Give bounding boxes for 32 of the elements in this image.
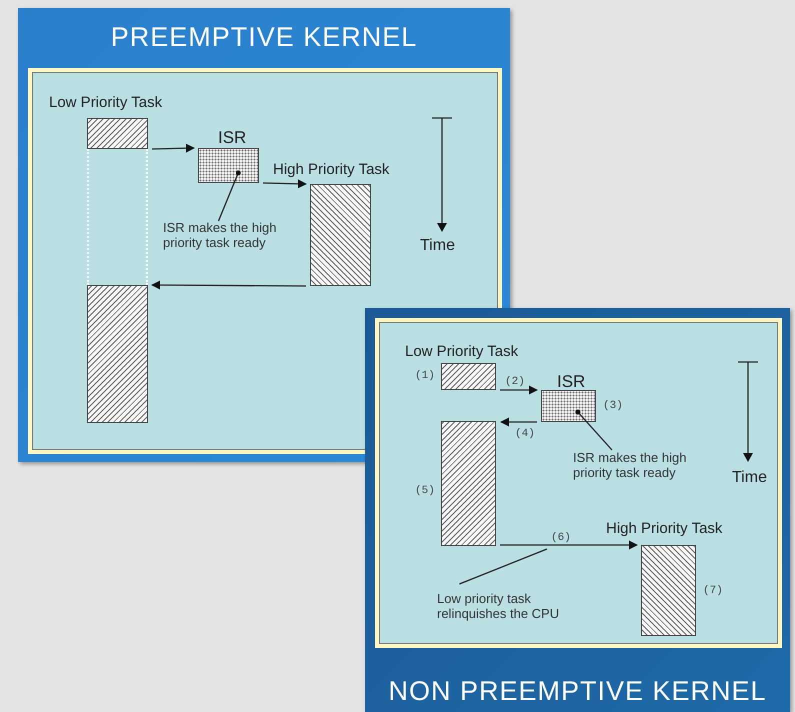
edge-label: (2)	[504, 376, 526, 388]
callout-text: ISR makes the high priority task ready	[163, 220, 313, 250]
task-label: High Priority Task	[273, 161, 390, 178]
arrow	[262, 179, 307, 188]
task-label: High Priority Task	[606, 520, 722, 537]
task-label: ISR	[218, 128, 246, 148]
leader-line	[218, 170, 241, 222]
hatched-bar	[87, 285, 148, 423]
arrow	[500, 386, 538, 394]
step-number: (7)	[703, 585, 723, 597]
arrow	[500, 418, 537, 426]
task-label: ISR	[557, 372, 586, 392]
arrow	[152, 144, 195, 153]
callout-text: Low priority task relinquishes the CPU	[437, 591, 577, 621]
leader-line	[575, 410, 612, 450]
slide-panel	[365, 308, 790, 712]
step-number: (3)	[603, 400, 623, 412]
arrow	[500, 540, 638, 550]
task-label: Low Priority Task	[49, 94, 162, 111]
dotted-outline	[87, 149, 148, 285]
panel-heading: NON PREEMPTIVE KERNEL	[387, 676, 768, 707]
panel-heading: PREEMPTIVE KERNEL	[110, 22, 418, 53]
leader-line	[459, 548, 548, 585]
arrow	[151, 280, 306, 290]
step-number: (5)	[415, 485, 435, 497]
edge-label: (6)	[550, 532, 572, 544]
callout-text: ISR makes the high priority task ready	[573, 450, 703, 480]
axis-label: Time	[732, 469, 767, 487]
axis-label: Time	[420, 237, 455, 255]
task-label: Low Priority Task	[405, 343, 518, 360]
edge-label: (4)	[514, 428, 536, 440]
step-number: (1)	[415, 370, 435, 382]
